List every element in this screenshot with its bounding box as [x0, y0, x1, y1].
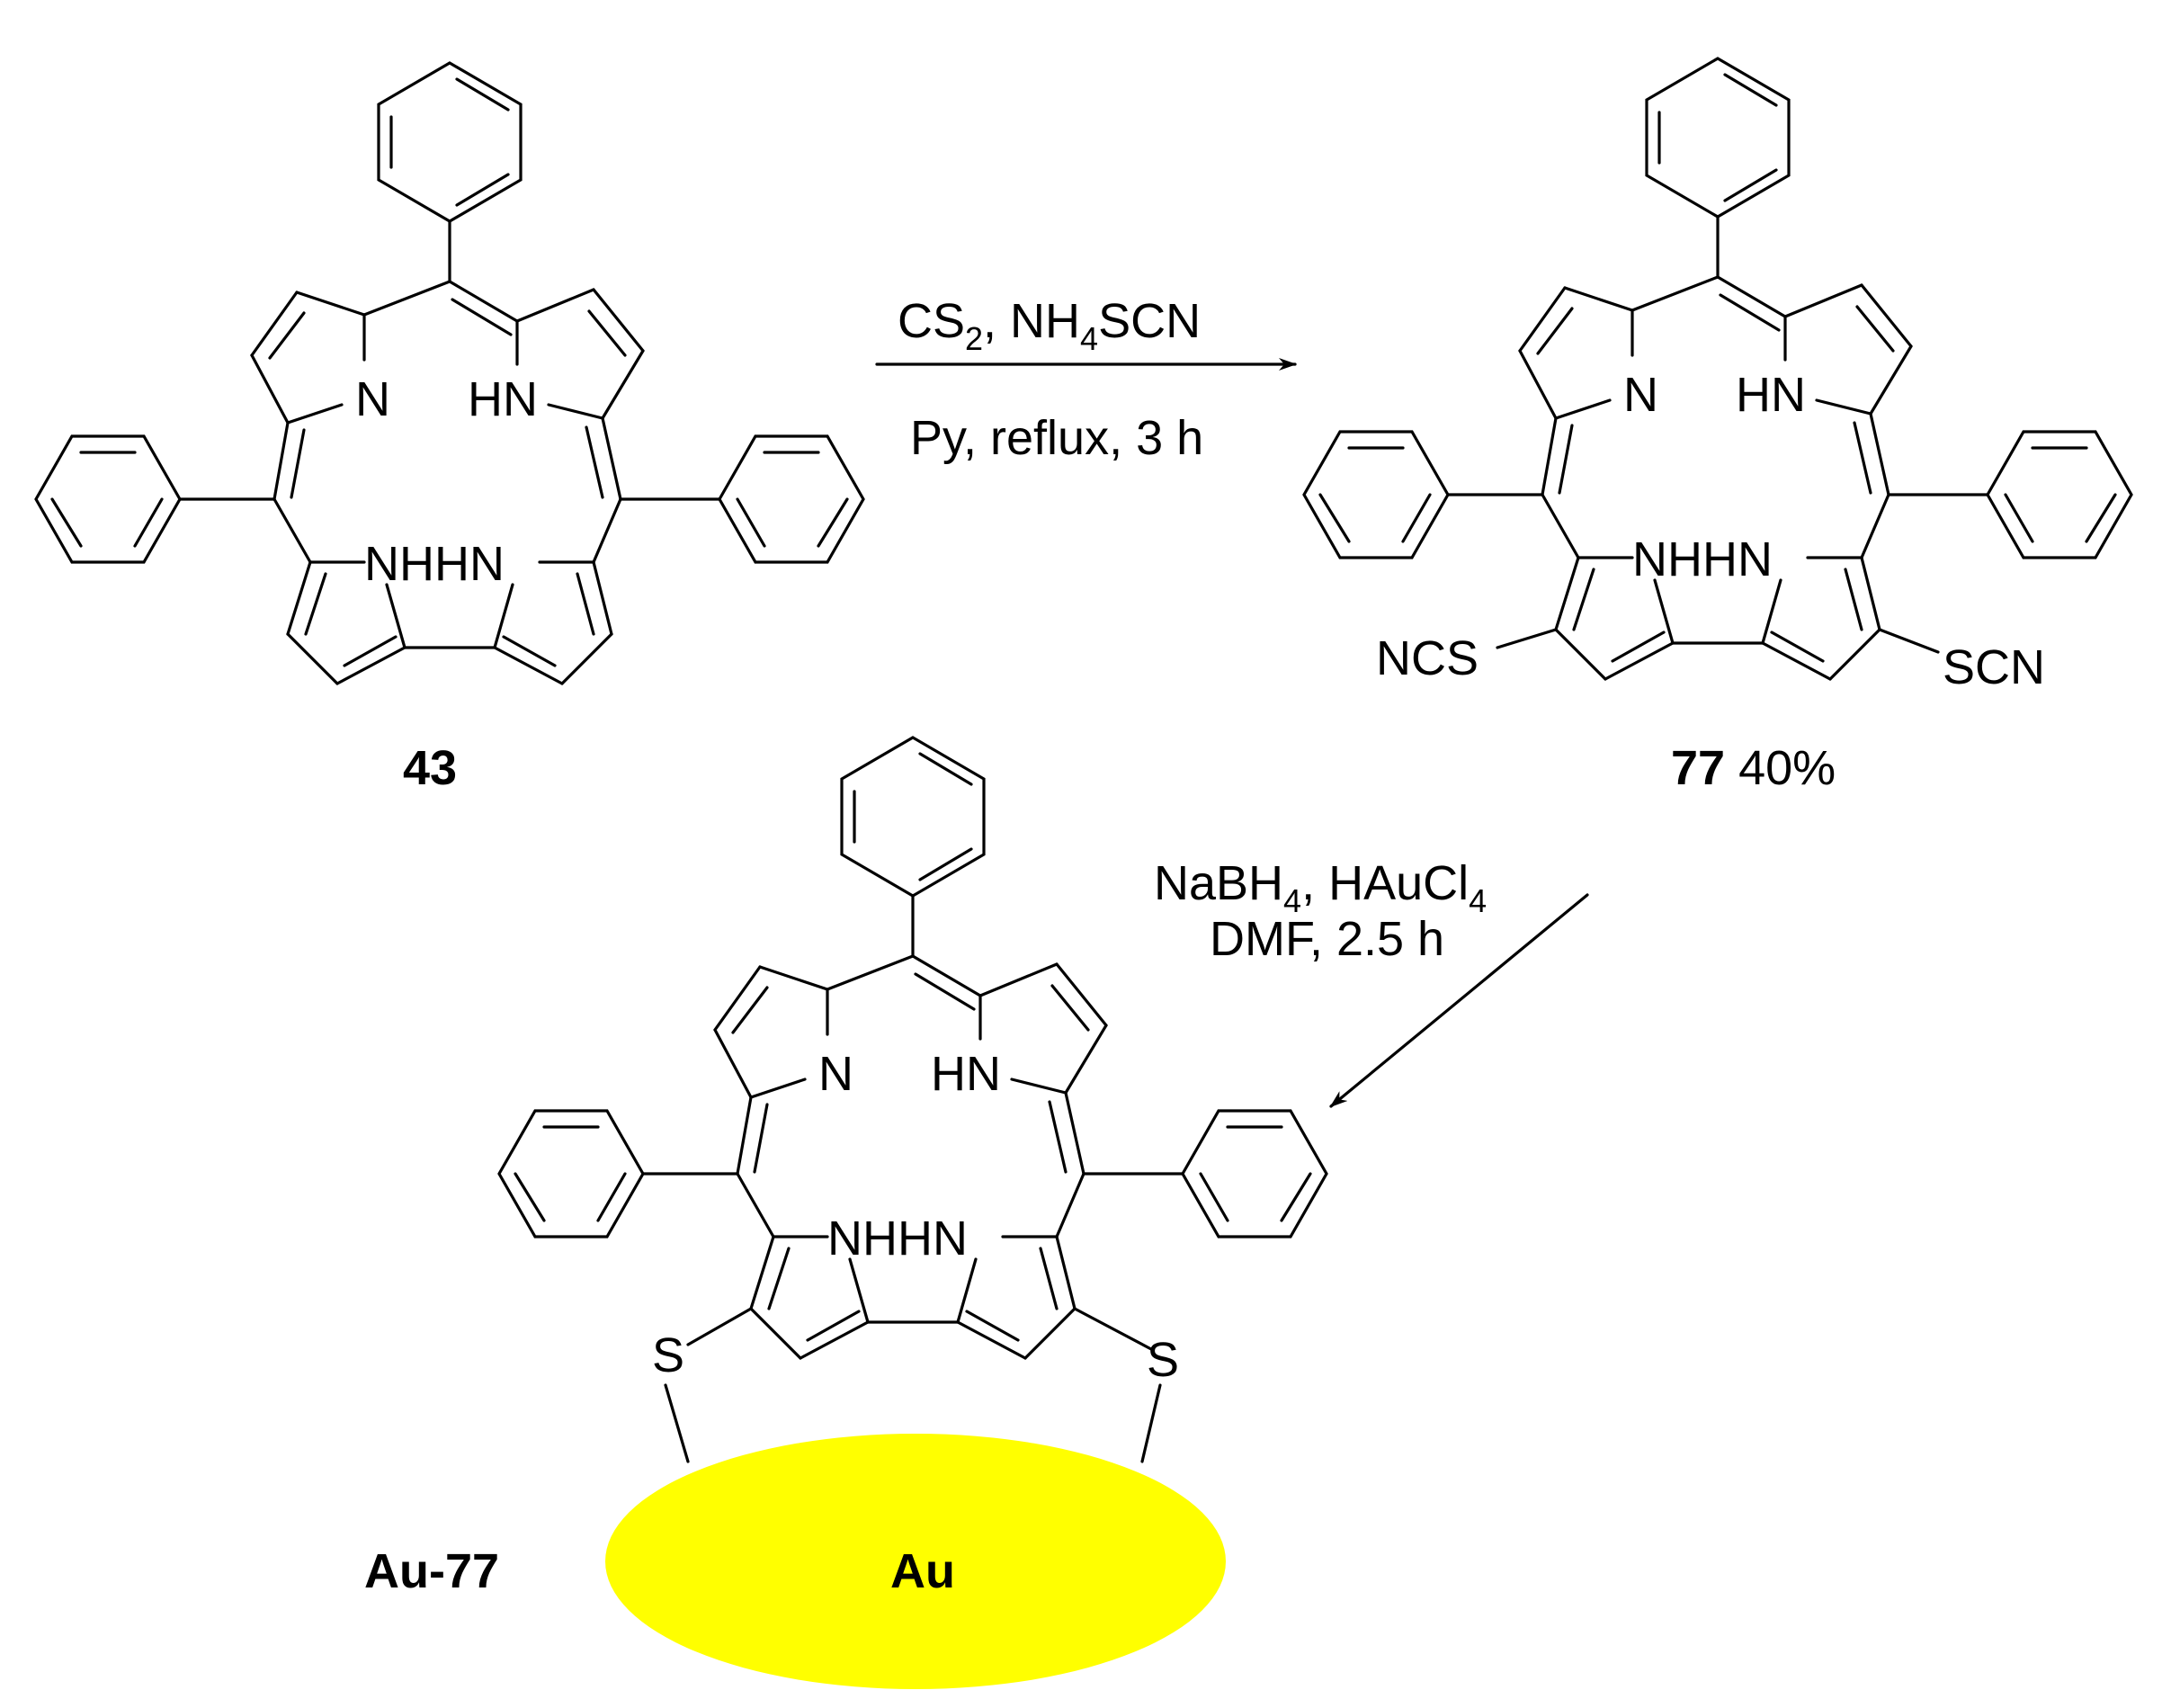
atom-S-left: S: [652, 1328, 684, 1382]
gold-surface-label: Au: [890, 1544, 955, 1598]
reagent-top-line2: Py, reflux, 3 h: [910, 411, 1203, 465]
compound-43-label: 43: [403, 741, 457, 795]
atom-NHHN-77: NHHN: [1632, 532, 1773, 586]
molecule-77: N HN NHHN NCS SCN: [1302, 57, 2133, 694]
atom-N-77: N: [1623, 368, 1658, 422]
atom-NCS: NCS: [1376, 631, 1479, 685]
phenyl-left-ring: [34, 434, 182, 564]
phenyl-top-ring: [377, 61, 523, 223]
atom-S-right: S: [1147, 1333, 1179, 1387]
reagent-top-line1: CS2, NH4SCN: [898, 294, 1201, 357]
atom-NHHN-43: NHHN: [364, 537, 505, 591]
molecule-au77: N HN NHHN S S: [497, 736, 1328, 1463]
reagent-bottom-line2: DMF, 2.5 h: [1210, 912, 1444, 966]
atom-SCN: SCN: [1943, 640, 2045, 694]
atom-NHHN-au77: NHHN: [827, 1212, 968, 1265]
phenyl-right-ring: [718, 434, 865, 564]
atom-HN-au77: HN: [931, 1047, 1001, 1101]
atom-N-au77: N: [818, 1047, 853, 1101]
molecule-43: N HN NHHN: [34, 61, 865, 685]
reagent-bottom-line1: NaBH4, HAuCl4: [1154, 856, 1487, 919]
gold-surface: [605, 1434, 1226, 1689]
atom-N-43: N: [355, 372, 390, 426]
compound-au77-label: Au-77: [364, 1544, 499, 1598]
compound-77-label: 77 40%: [1671, 741, 1836, 795]
atom-HN-43: HN: [468, 372, 538, 426]
atom-HN-77: HN: [1736, 368, 1806, 422]
down-left-arrow: [1329, 893, 1589, 1108]
